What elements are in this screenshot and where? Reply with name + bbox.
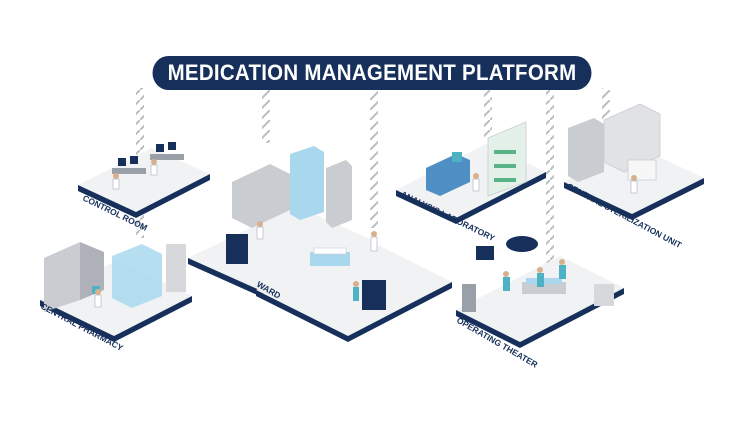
storage-cabinet <box>80 242 104 300</box>
staff-figure <box>94 294 102 308</box>
staff-figure <box>371 231 377 237</box>
floor-side <box>348 282 452 342</box>
monitor <box>118 158 126 166</box>
medication-cart <box>362 280 386 310</box>
staff-figure <box>112 178 120 190</box>
floor-side <box>78 185 136 218</box>
staff-figure <box>257 221 263 227</box>
staff-figure <box>353 281 359 287</box>
monitor <box>130 156 138 164</box>
staff-figure <box>472 178 480 192</box>
operating-table <box>522 282 566 294</box>
lab-shelving <box>487 121 527 197</box>
monitor <box>168 142 176 150</box>
storage-rack <box>166 244 186 292</box>
staff-figure <box>503 277 510 291</box>
desk <box>112 168 146 174</box>
floor-side <box>456 172 546 224</box>
lab-sample <box>494 178 516 182</box>
room-central-sterilization-unit[interactable]: CENTRAL STERILIZATION UNIT <box>564 103 704 251</box>
bed-sheet <box>313 247 347 255</box>
floor-side <box>188 258 264 298</box>
medicine-cabinet <box>232 164 290 228</box>
floor-top <box>78 148 210 212</box>
staff-figure <box>537 267 543 273</box>
floor-side <box>136 174 210 218</box>
staff-figure <box>370 236 378 252</box>
storage-cabinet <box>44 242 80 312</box>
lab-sample <box>494 164 516 168</box>
staff-figure <box>537 273 544 287</box>
room-ward[interactable]: WARD <box>188 146 452 342</box>
floor-top <box>456 256 624 342</box>
sterilizer <box>603 103 661 173</box>
floor-top <box>188 206 372 292</box>
medication-cart <box>226 234 248 264</box>
floor-side <box>564 182 632 220</box>
connector-chain <box>484 88 492 138</box>
staff-figure <box>631 175 637 181</box>
floor-side <box>256 290 348 342</box>
staff-figure <box>113 173 119 179</box>
room-central-pharmacy[interactable]: CENTRAL PHARMACY <box>39 242 192 353</box>
surgical-lamp <box>506 236 538 252</box>
room-control-room[interactable]: CONTROL ROOM <box>78 142 210 233</box>
staff-figure <box>150 164 158 176</box>
staff-figure <box>473 173 479 179</box>
staff-figure <box>559 265 566 279</box>
monitor <box>452 152 462 162</box>
glass-cabinet <box>112 244 162 308</box>
staff-figure <box>256 226 264 240</box>
staff-figure <box>503 271 509 277</box>
storage-rack <box>594 284 614 306</box>
monitor <box>476 246 494 260</box>
floor-side <box>40 300 114 342</box>
desk <box>150 154 184 160</box>
staff-figure <box>559 259 565 265</box>
glass-cabinet <box>290 146 324 220</box>
anesthesia-unit <box>462 284 476 312</box>
sterilizer <box>568 118 604 182</box>
floor-side <box>632 178 704 220</box>
room-analysis-laboratory[interactable]: ANALYSIS LABORATORY <box>396 121 546 243</box>
staff-figure <box>353 287 359 301</box>
worktable <box>627 159 657 181</box>
patient-bed <box>310 252 350 266</box>
platform-title-banner: MEDICATION MANAGEMENT PLATFORM <box>152 56 592 90</box>
staff-figure <box>630 180 638 194</box>
floor-side <box>456 310 520 348</box>
staff-figure <box>151 159 157 165</box>
room-operating-theater[interactable]: OPERATING THEATER <box>455 236 624 370</box>
connector-chain <box>262 88 270 143</box>
lab-sample <box>494 150 516 154</box>
lab-analyzer <box>426 154 470 196</box>
connector-chain <box>546 88 554 318</box>
storage-cabinet <box>326 160 352 228</box>
staff-figure <box>95 289 101 295</box>
connector-chain <box>602 88 610 123</box>
floor-side <box>396 190 456 224</box>
platform-title: MEDICATION MANAGEMENT PLATFORM <box>167 60 577 85</box>
connector-chain <box>370 88 378 228</box>
floor-side <box>114 296 192 342</box>
monitor <box>156 144 164 152</box>
